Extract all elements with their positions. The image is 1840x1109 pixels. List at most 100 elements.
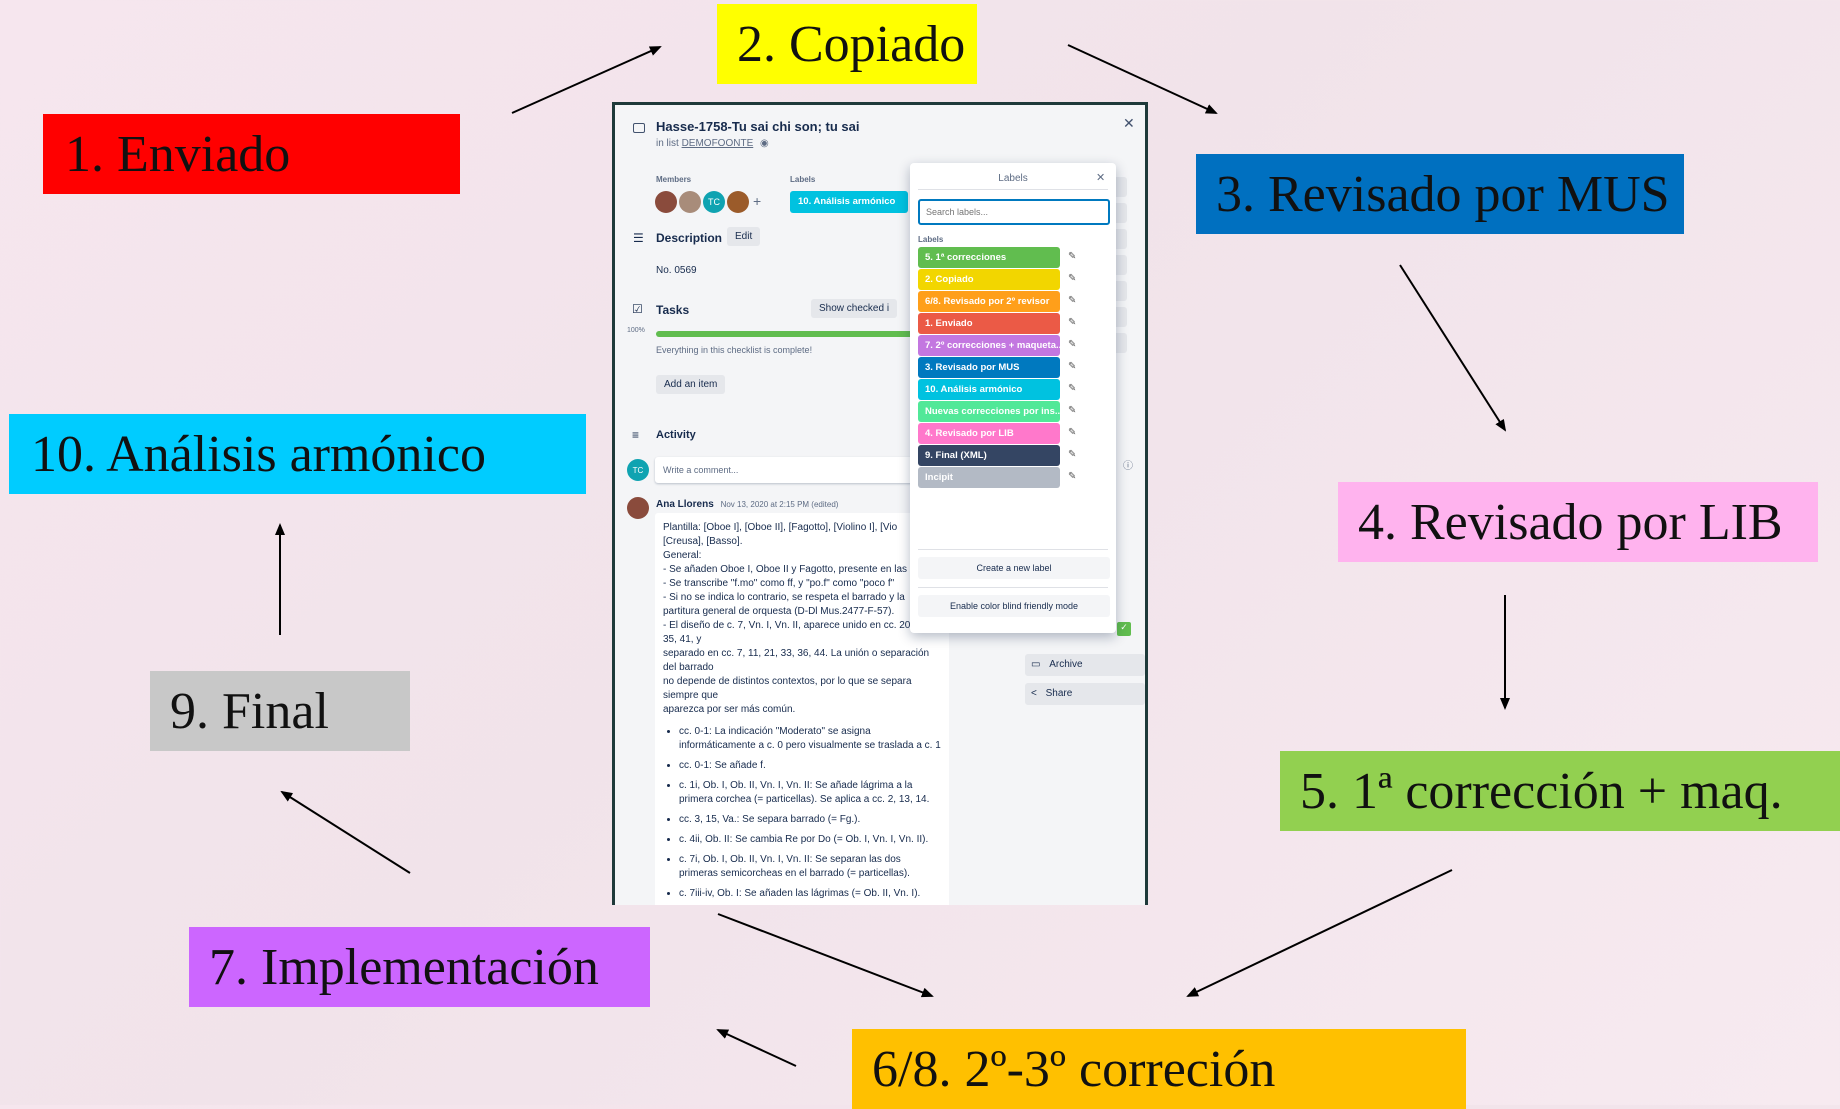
progress-fill bbox=[656, 331, 916, 337]
activity-icon: ≡ bbox=[632, 428, 640, 442]
edit-label-pencil-icon[interactable]: ✎ bbox=[1068, 383, 1077, 394]
label-option[interactable]: 9. Final (XML) bbox=[918, 445, 1060, 466]
show-checked-button[interactable]: Show checked i bbox=[811, 299, 898, 318]
arrow-7-to-9 bbox=[280, 790, 411, 874]
edit-label-pencil-icon[interactable]: ✎ bbox=[1068, 471, 1077, 482]
info-icon: ⓘ bbox=[1123, 461, 1133, 472]
members-heading: Members bbox=[656, 175, 692, 184]
current-label-chip[interactable]: 10. Análisis armónico bbox=[790, 191, 908, 213]
label-option[interactable]: 2. Copiado bbox=[918, 269, 1060, 290]
comment-author: Ana Llorens bbox=[656, 499, 714, 510]
comment-line: - Se transcribe "f.mo" como ff, y "po.f"… bbox=[663, 578, 895, 589]
comment-bullet: c. 1i, Ob. I, Ob. II, Vn. I, Vn. II: Se … bbox=[679, 779, 941, 807]
avatar[interactable] bbox=[679, 191, 701, 213]
color-blind-mode-button[interactable]: Enable color blind friendly mode bbox=[918, 595, 1110, 617]
edit-label-pencil-icon[interactable]: ✎ bbox=[1068, 295, 1077, 306]
arrow-card-to-6 bbox=[717, 913, 934, 998]
add-item-button[interactable]: Add an item bbox=[656, 375, 726, 394]
add-member-icon[interactable]: + bbox=[753, 193, 762, 209]
comment-bullet: cc. 0-1: La indicación "Moderato" se asi… bbox=[679, 725, 941, 753]
card-title: Hasse-1758-Tu sai chi son; tu sai bbox=[656, 119, 860, 134]
create-label-button[interactable]: Create a new label bbox=[918, 557, 1110, 579]
label-option[interactable]: Incipit bbox=[918, 467, 1060, 488]
comment-bullet: c. 7iii-iv, Ob. I: Se añaden las lágrima… bbox=[679, 887, 941, 901]
avatar[interactable]: TC bbox=[703, 191, 725, 213]
comment-line: no depende de distintos contextos, por l… bbox=[663, 676, 912, 701]
comment-input[interactable]: Write a comment... bbox=[655, 457, 915, 483]
arrow-3-to-4 bbox=[1399, 264, 1507, 432]
label-option[interactable]: 10. Análisis armónico bbox=[918, 379, 1060, 400]
stage-6-8-correcion: 6/8. 2º-3º correción bbox=[852, 1029, 1466, 1109]
share-button[interactable]: < Share bbox=[1025, 683, 1145, 705]
label-option[interactable]: 5. 1ª correcciones bbox=[918, 247, 1060, 268]
edit-label-pencil-icon[interactable]: ✎ bbox=[1068, 251, 1077, 262]
stage-3-revisado-mus: 3. Revisado por MUS bbox=[1196, 154, 1684, 234]
comment-line: [Creusa], [Basso]. bbox=[663, 536, 743, 547]
popover-close-icon[interactable]: ✕ bbox=[1096, 172, 1106, 184]
archive-button[interactable]: ▭ Archive bbox=[1025, 654, 1145, 676]
comment-text: Plantilla: [Oboe I], [Oboe II], [Fagotto… bbox=[663, 521, 941, 717]
label-option[interactable]: 3. Revisado por MUS bbox=[918, 357, 1060, 378]
label-option[interactable]: 6/8. Revisado por 2º revisor bbox=[918, 291, 1060, 312]
avatar: TC bbox=[627, 459, 649, 481]
avatar[interactable] bbox=[727, 191, 749, 213]
comment-line: - El diseño de c. 7, Vn. I, Vn. II, apar… bbox=[663, 620, 930, 645]
stage-1-enviado: 1. Enviado bbox=[43, 114, 460, 194]
comment-line: General: bbox=[663, 550, 702, 561]
comment-line: separado en cc. 7, 11, 21, 33, 36, 44. L… bbox=[663, 648, 930, 673]
checklist-icon: ☑ bbox=[632, 302, 643, 316]
label-option[interactable]: 1. Enviado bbox=[918, 313, 1060, 334]
edit-label-pencil-icon[interactable]: ✎ bbox=[1068, 427, 1077, 438]
edit-label-pencil-icon[interactable]: ✎ bbox=[1068, 405, 1077, 416]
close-icon[interactable]: ✕ bbox=[1123, 115, 1135, 131]
edit-label-pencil-icon[interactable]: ✎ bbox=[1068, 339, 1077, 350]
labels-section-heading: Labels bbox=[918, 235, 944, 244]
stage-7-implementacion: 7. Implementación bbox=[189, 927, 650, 1007]
stage-9-final: 9. Final bbox=[150, 671, 410, 751]
stage-4-revisado-lib: 4. Revisado por LIB bbox=[1338, 482, 1818, 562]
comment-line: partitura general de orquesta (D-Dl Mus.… bbox=[663, 606, 895, 617]
list-link[interactable]: DEMOFOONTE bbox=[681, 138, 754, 149]
comment-bullet: c. 7i, Ob. I, Ob. II, Vn. I, Vn. II: Se … bbox=[679, 853, 941, 881]
checklist-complete-text: Everything in this checklist is complete… bbox=[656, 345, 813, 355]
card-list-info: in list DEMOFOONTE ◉ bbox=[656, 138, 769, 149]
avatar bbox=[627, 497, 649, 519]
edit-description-button[interactable]: Edit bbox=[727, 227, 761, 246]
arrow-6-to-7 bbox=[716, 1029, 797, 1067]
avatar[interactable] bbox=[655, 191, 677, 213]
labels-popover: Labels ✕ Labels 5. 1ª correcciones ✎ 2. Co… bbox=[910, 163, 1116, 633]
labels-heading: Labels bbox=[790, 175, 816, 184]
progress-bar bbox=[656, 331, 916, 337]
comment-date: Nov 13, 2020 at 2:15 PM (edited) bbox=[720, 500, 839, 509]
tasks-heading: Tasks bbox=[656, 303, 690, 317]
checkbox-checked-icon[interactable]: ✓ bbox=[1117, 622, 1131, 636]
comment-bullet: c. 4ii, Ob. II: Se cambia Re por Do (= O… bbox=[679, 833, 941, 847]
eye-icon: ◉ bbox=[760, 138, 769, 149]
edit-label-pencil-icon[interactable]: ✎ bbox=[1068, 449, 1077, 460]
search-labels-input[interactable] bbox=[918, 199, 1110, 225]
description-heading: Description bbox=[656, 231, 723, 245]
comment-header: Ana Llorens Nov 13, 2020 at 2:15 PM (edi… bbox=[656, 499, 838, 510]
label-option[interactable]: 7. 2º correcciones + maqueta... bbox=[918, 335, 1060, 356]
stage-2-copiado: 2. Copiado bbox=[717, 4, 977, 84]
popover-title: Labels bbox=[998, 173, 1028, 184]
share-icon: < bbox=[1031, 688, 1037, 699]
comment-line: - Si no se indica lo contrario, se respe… bbox=[663, 592, 905, 603]
edit-label-pencil-icon[interactable]: ✎ bbox=[1068, 317, 1077, 328]
comment-bullet: cc. 0-1: Se añade f. bbox=[679, 759, 941, 773]
comment-bullet: cc. 3, 15, Va.: Se separa barrado (= Fg.… bbox=[679, 813, 941, 827]
label-option[interactable]: Nuevas correcciones por ins... bbox=[918, 401, 1060, 422]
stage-5-primera-correccion: 5. 1ª corrección + maq. bbox=[1280, 751, 1840, 831]
trello-card-window: Hasse-1758-Tu sai chi son; tu sai in lis… bbox=[612, 102, 1148, 905]
edit-label-pencil-icon[interactable]: ✎ bbox=[1068, 273, 1077, 284]
arrow-5-to-6 bbox=[1186, 869, 1453, 997]
edit-label-pencil-icon[interactable]: ✎ bbox=[1068, 361, 1077, 372]
description-icon: ☰ bbox=[633, 231, 644, 245]
comment-body: Plantilla: [Oboe I], [Oboe II], [Fagotto… bbox=[655, 513, 949, 905]
label-option[interactable]: 4. Revisado por LIB bbox=[918, 423, 1060, 444]
progress-percent: 100% bbox=[627, 327, 645, 334]
comment-line: Plantilla: [Oboe I], [Oboe II], [Fagotto… bbox=[663, 522, 898, 533]
archive-icon: ▭ bbox=[1031, 659, 1041, 670]
comment-line: - Se añaden Oboe I, Oboe II y Fagotto, p… bbox=[663, 564, 908, 575]
comment-line: aparezca por ser más común. bbox=[663, 704, 796, 715]
